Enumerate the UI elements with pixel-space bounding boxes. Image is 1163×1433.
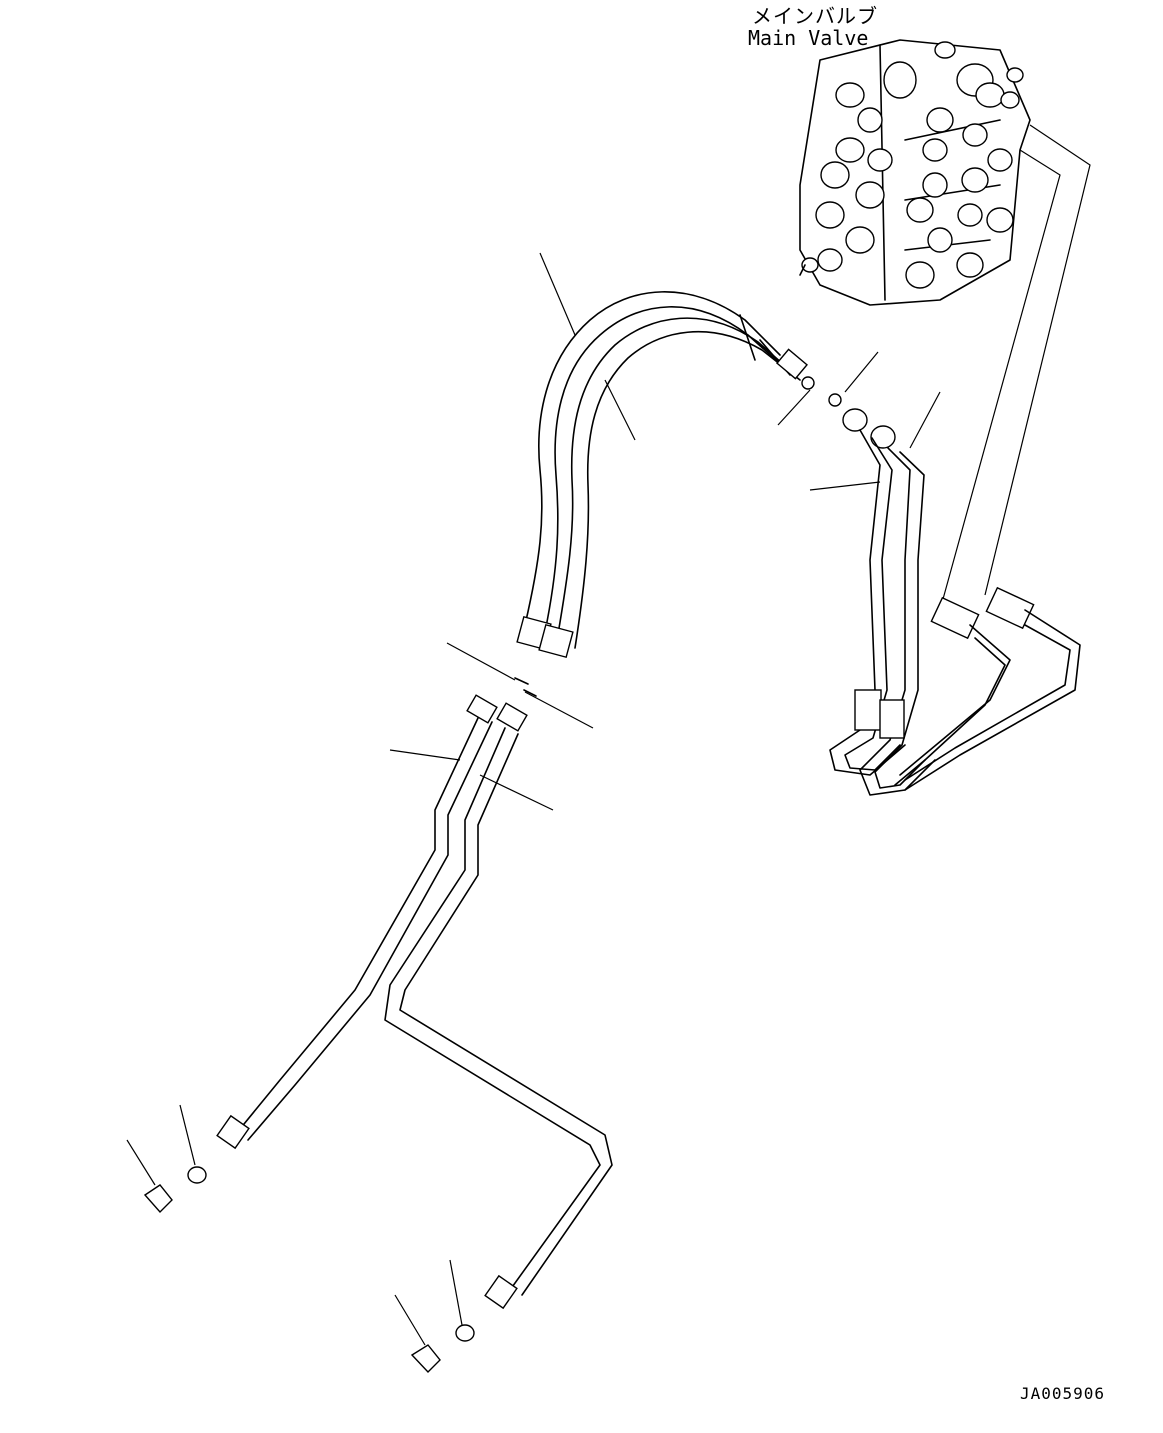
valve-leader-lines	[939, 124, 1091, 611]
lower-pipes	[143, 694, 613, 1374]
main-valve-block	[799, 39, 1031, 306]
o-rings	[514, 677, 537, 697]
main-valve-label-jp: メインバルブ	[752, 4, 878, 28]
right-hose-pair	[829, 408, 936, 796]
hose-loop	[516, 291, 842, 659]
callout-leaders	[126, 252, 941, 1346]
right-rigid-pipes	[894, 586, 1081, 791]
drawing-code: JA005906	[1020, 1384, 1106, 1403]
main-valve-label-en: Main Valve	[748, 26, 869, 50]
